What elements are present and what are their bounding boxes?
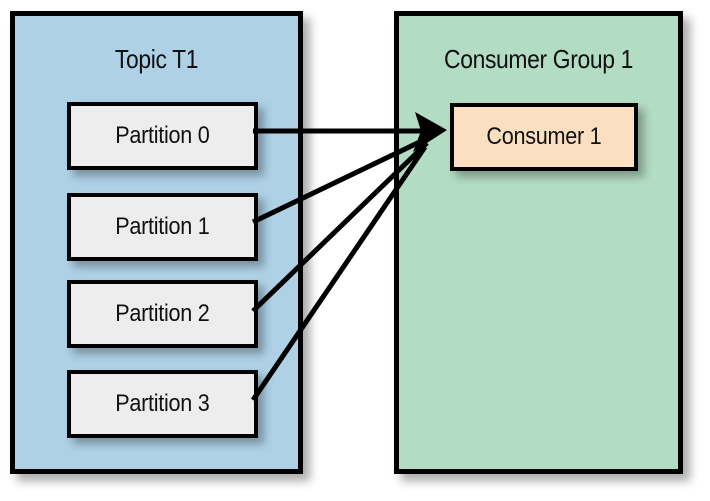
partition-box-3: Partition 3: [67, 370, 258, 438]
partition-label-2: Partition 2: [115, 300, 210, 327]
partition-box-1: Partition 1: [67, 193, 258, 261]
consumer-box-1: Consumer 1: [450, 103, 638, 171]
topic-title: Topic T1: [114, 44, 199, 74]
consumer-group-title: Consumer Group 1: [444, 44, 633, 74]
consumer-label-1: Consumer 1: [486, 123, 602, 150]
partition-label-1: Partition 1: [115, 213, 210, 240]
partition-label-3: Partition 3: [115, 390, 210, 417]
partition-box-0: Partition 0: [67, 102, 258, 170]
consumer-group-container: Consumer Group 1 Consumer 1: [394, 11, 683, 474]
partition-label-0: Partition 0: [115, 122, 210, 149]
partition-box-2: Partition 2: [67, 280, 258, 348]
topic-container: Topic T1 Partition 0 Partition 1 Partiti…: [10, 11, 303, 474]
